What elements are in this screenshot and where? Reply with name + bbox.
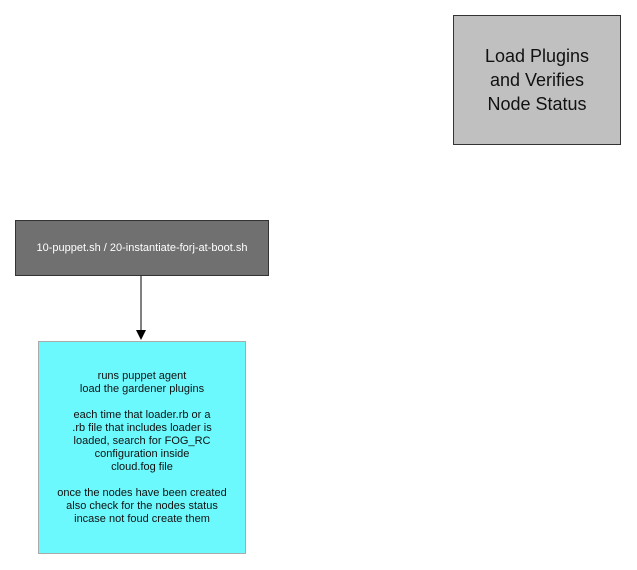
description-line: runs puppet agent xyxy=(97,369,187,382)
title-line: Node Status xyxy=(487,94,587,114)
description-line: loaded, search for FOG_RC xyxy=(73,434,211,447)
script-node: 10-puppet.sh / 20-instantiate-forj-at-bo… xyxy=(15,220,269,276)
description-line: .rb file that includes loader is xyxy=(72,421,212,434)
description-line: cloud.fog file xyxy=(111,460,173,473)
description-line: also check for the nodes status xyxy=(66,499,218,512)
description-line: each time that loader.rb or a xyxy=(73,408,211,421)
title-line: and Verifies xyxy=(489,70,585,90)
description-line: load the gardener plugins xyxy=(79,382,205,395)
script-label: 10-puppet.sh / 20-instantiate-forj-at-bo… xyxy=(36,242,248,254)
description-line: incase not foud create them xyxy=(74,512,210,525)
title-node: Load Plugins and Verifies Node Status xyxy=(453,15,621,145)
description-node: runs puppet agent load the gardener plug… xyxy=(38,341,246,554)
description-line: configuration inside xyxy=(94,447,190,460)
description-line: once the nodes have been created xyxy=(57,486,227,499)
connector-arrowhead xyxy=(136,330,146,340)
title-line: Load Plugins xyxy=(484,46,590,66)
